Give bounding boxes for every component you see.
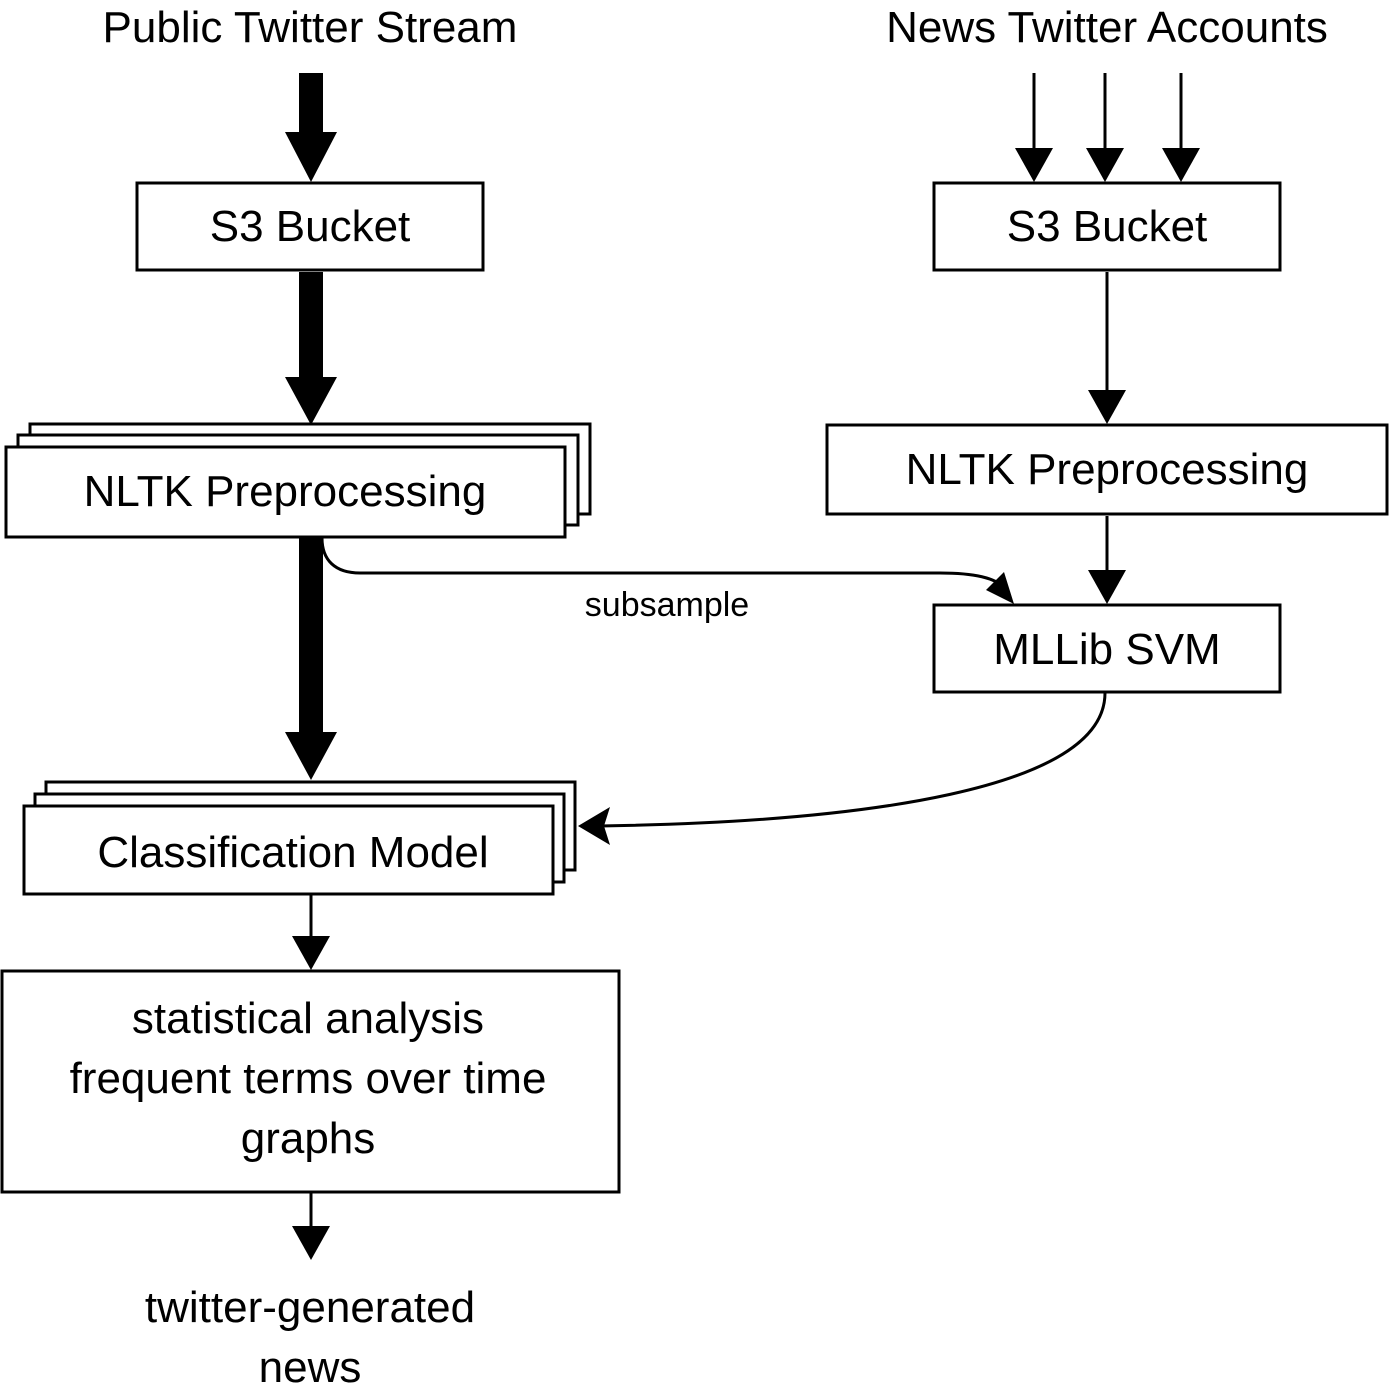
statistical-analysis-box: statistical analysis frequent terms over… xyxy=(0,969,621,1194)
arrow-subsample xyxy=(320,537,1014,604)
right-s3-bucket-label: S3 Bucket xyxy=(1007,202,1208,251)
arrow-svm-to-classifier xyxy=(578,692,1107,845)
news-twitter-accounts-label: News Twitter Accounts xyxy=(886,3,1328,52)
arrow-left-s3-to-nltk xyxy=(285,272,337,425)
right-nltk-preprocessing-box: NLTK Preprocessing xyxy=(825,423,1389,516)
left-s3-bucket-label: S3 Bucket xyxy=(210,202,411,251)
analysis-line-3: graphs xyxy=(241,1114,376,1163)
right-nltk-label: NLTK Preprocessing xyxy=(906,445,1309,494)
public-twitter-stream-label: Public Twitter Stream xyxy=(103,3,518,52)
analysis-line-1: statistical analysis xyxy=(132,994,484,1043)
arrow-analysis-to-output xyxy=(292,1193,330,1260)
classification-model-box: Classification Model xyxy=(22,780,577,896)
arrow-right-s3-to-nltk xyxy=(1088,272,1126,424)
arrow-accounts-to-s3 xyxy=(1015,73,1200,182)
classification-model-label: Classification Model xyxy=(97,828,488,877)
arrow-left-nltk-to-classifier xyxy=(285,538,337,780)
arrow-classifier-to-analysis xyxy=(292,895,330,970)
mllib-svm-box: MLLib SVM xyxy=(932,603,1282,694)
left-s3-bucket-box: S3 Bucket xyxy=(135,181,485,272)
subsample-label: subsample xyxy=(585,586,749,624)
left-nltk-label: NLTK Preprocessing xyxy=(84,467,487,516)
arrow-stream-to-s3 xyxy=(285,73,337,182)
arrow-right-nltk-to-svm xyxy=(1088,516,1126,604)
left-nltk-preprocessing-box: NLTK Preprocessing xyxy=(4,422,592,539)
right-s3-bucket-box: S3 Bucket xyxy=(932,181,1282,272)
output-line-1: twitter-generated xyxy=(145,1283,475,1332)
mllib-svm-label: MLLib SVM xyxy=(993,625,1220,674)
output-line-2: news xyxy=(259,1343,362,1392)
analysis-line-2: frequent terms over time xyxy=(70,1054,547,1103)
